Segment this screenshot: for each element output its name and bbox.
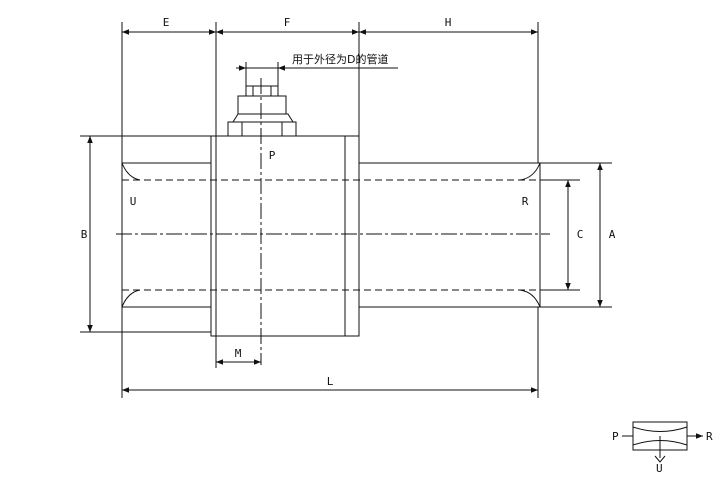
- port-label-outlet: R: [522, 195, 529, 208]
- dimension-lines: [87, 29, 603, 393]
- flange: [344, 135, 360, 337]
- port-label-pressure: P: [269, 149, 276, 162]
- pipe-diameter-note: 用于外径为D的管道: [292, 52, 388, 66]
- pressure-port-fitting: [227, 85, 297, 137]
- port-label-inlet: U: [130, 195, 137, 208]
- dim-label-E: E: [163, 16, 170, 29]
- pneumatic-symbol: P R U: [612, 421, 713, 475]
- dim-label-C: C: [577, 228, 584, 241]
- dim-label-H: H: [445, 16, 452, 29]
- dim-label-A: A: [609, 228, 616, 241]
- center-block: [210, 135, 346, 337]
- dim-label-B: B: [81, 228, 88, 241]
- dim-label-L: L: [327, 375, 334, 388]
- dim-label-M: M: [235, 347, 242, 360]
- dim-label-F: F: [284, 16, 291, 29]
- dimension-labels: E F H B C A M L U R P 用于外径为D的管道: [81, 16, 616, 388]
- symbol-label-outlet: R: [706, 430, 713, 443]
- extension-lines: [80, 22, 612, 398]
- symbol-label-inlet: U: [656, 462, 663, 475]
- body-outline: [116, 78, 550, 365]
- symbol-label-pressure: P: [612, 430, 619, 443]
